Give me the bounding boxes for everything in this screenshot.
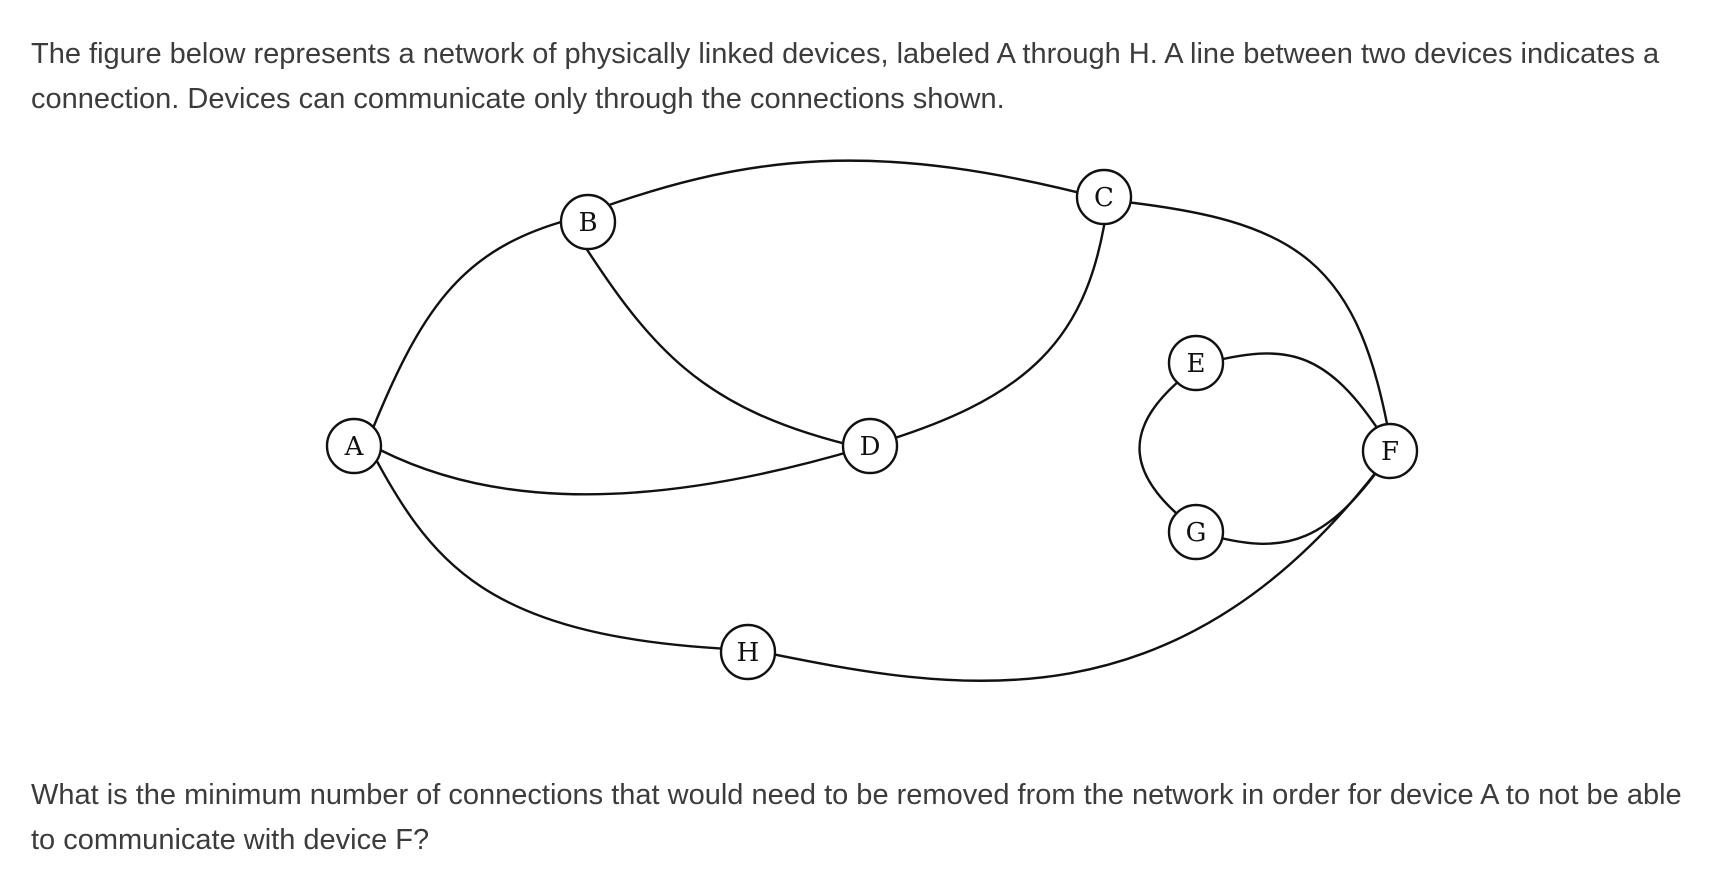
- node-b-label: B: [578, 208, 597, 238]
- edge-a-d: [366, 441, 863, 496]
- edge-b-c: [567, 159, 1109, 222]
- node-c-label: C: [1094, 183, 1114, 213]
- edge-g-f: [1198, 450, 1393, 545]
- node-d-label: D: [860, 432, 881, 462]
- edge-e-f: [1198, 352, 1394, 452]
- node-b: B: [559, 193, 617, 251]
- node-f: F: [1361, 422, 1419, 480]
- node-h: H: [719, 623, 777, 681]
- node-f-label: F: [1381, 437, 1399, 467]
- node-d: D: [841, 417, 899, 475]
- edge-a-h: [365, 442, 753, 652]
- intro-text: The figure below represents a network of…: [31, 38, 1660, 115]
- edge-c-f: [1107, 198, 1394, 452]
- node-g-label: G: [1186, 518, 1207, 548]
- question-text: What is the minimum number of connection…: [31, 779, 1682, 856]
- node-a: A: [325, 417, 383, 475]
- node-a-label: A: [344, 432, 365, 462]
- edge-a-b: [365, 218, 569, 444]
- edge-b-d: [566, 219, 863, 450]
- node-e: E: [1167, 334, 1225, 392]
- node-g: G: [1167, 503, 1225, 561]
- node-e-label: E: [1187, 349, 1206, 379]
- edge-c-d: [861, 199, 1110, 450]
- edge-h-f: [751, 450, 1393, 682]
- node-h-label: H: [737, 638, 760, 668]
- edge-e-g: [1138, 364, 1200, 533]
- node-c: C: [1075, 168, 1133, 226]
